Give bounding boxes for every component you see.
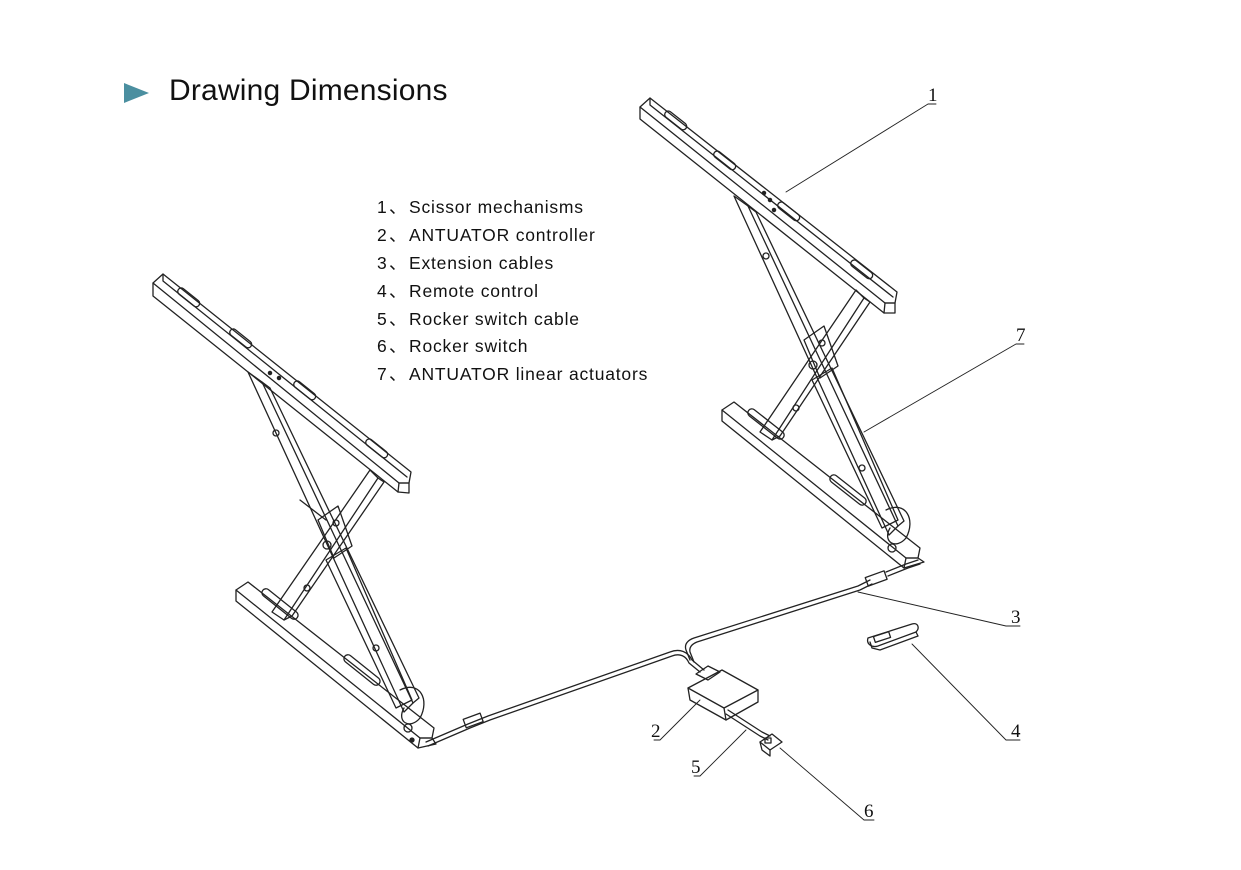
legend-item-separator: 、 [389,197,408,217]
legend-item-number: 6 [377,336,388,357]
legend-item-separator: 、 [389,336,408,357]
legend-item: 5、Rocker switch cable [377,306,648,334]
parts-legend: 1、Scissor mechanisms 2、ANTUATOR controll… [377,194,648,389]
legend-item: 2、ANTUATOR controller [377,222,648,250]
legend-item-label: Extension cables [409,252,555,273]
legend-item-label: ANTUATOR linear actuators [409,364,649,385]
remote-control [866,622,919,651]
legend-item-number: 3 [377,252,388,273]
triangle-bullet-icon [124,83,149,103]
legend-item-separator: 、 [389,224,408,245]
legend-item: 1、Scissor mechanisms [377,194,648,222]
legend-item: 4、Remote control [377,278,648,306]
callout-number-3: 3 [1011,607,1021,628]
page-title: Drawing Dimensions [169,74,448,107]
rocker-switch [759,733,783,757]
legend-item: 6、Rocker switch [377,333,648,361]
legend-item-number: 2 [377,224,388,245]
legend-item-number: 5 [377,308,388,329]
legend-item-number: 7 [377,364,388,385]
callout-number-7: 7 [1016,325,1026,346]
legend-item-number: 1 [377,197,388,217]
callout-number-1: 1 [928,85,938,106]
cabling [425,559,921,747]
legend-item-label: Remote control [409,280,539,301]
legend-item: 3、Extension cables [377,250,648,278]
legend-item-label: ANTUATOR controller [409,224,596,245]
title-row: Drawing Dimensions [124,74,448,108]
legend-item-label: Rocker switch [409,336,529,357]
rocker-switch-cable [725,709,771,741]
antuator-controller [687,665,759,721]
legend-item-label: Scissor mechanisms [409,197,584,217]
legend-item-separator: 、 [389,252,408,273]
legend-item-separator: 、 [389,364,408,385]
legend-item-label: Rocker switch cable [409,308,580,329]
left-scissor-mechanism [152,273,437,749]
right-scissor-mechanism [639,97,925,569]
callout-number-2: 2 [651,721,661,742]
callout-number-4: 4 [1011,721,1021,742]
callout-number-6: 6 [864,801,874,822]
callout-number-5: 5 [691,757,701,778]
legend-item-separator: 、 [389,308,408,329]
callout-leaders [653,103,1025,821]
legend-item-separator: 、 [389,280,408,301]
legend-item-number: 4 [377,280,388,301]
legend-item: 7、ANTUATOR linear actuators [377,361,648,389]
